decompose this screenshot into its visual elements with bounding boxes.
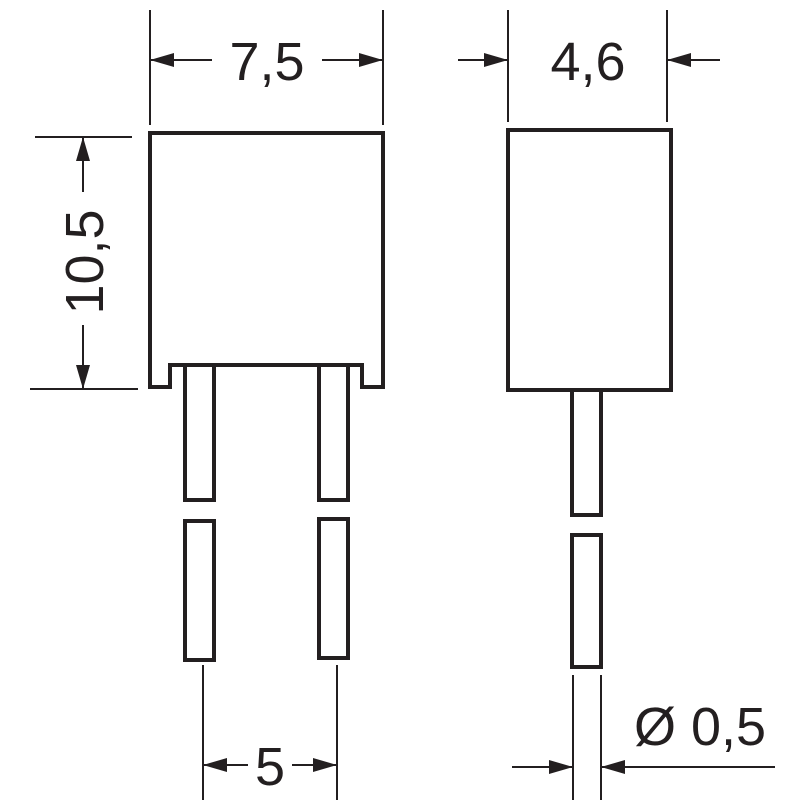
side-lead-upper [570, 388, 603, 517]
left-lead-lower [183, 519, 216, 662]
side-view [506, 128, 673, 669]
depth-dimension: 4,6 [458, 10, 720, 122]
depth-label: 4,6 [550, 32, 625, 92]
side-lead-lower [570, 533, 603, 669]
pitch-dimension: 5 [202, 665, 338, 800]
front-body-outline [148, 131, 385, 389]
right-lead-lower [317, 517, 350, 660]
height-dimension: 10,5 [30, 136, 138, 390]
height-label: 10,5 [55, 209, 115, 314]
left-lead-upper [183, 363, 216, 502]
front-view [148, 131, 385, 662]
right-lead-upper [317, 363, 350, 502]
width-label: 7,5 [229, 32, 304, 92]
lead-diameter-dimension: Ø 0,5 [512, 675, 775, 800]
pitch-label: 5 [255, 737, 285, 797]
width-dimension: 7,5 [149, 10, 384, 125]
lead-diameter-label: Ø 0,5 [634, 697, 766, 757]
side-body-outline [506, 128, 673, 392]
